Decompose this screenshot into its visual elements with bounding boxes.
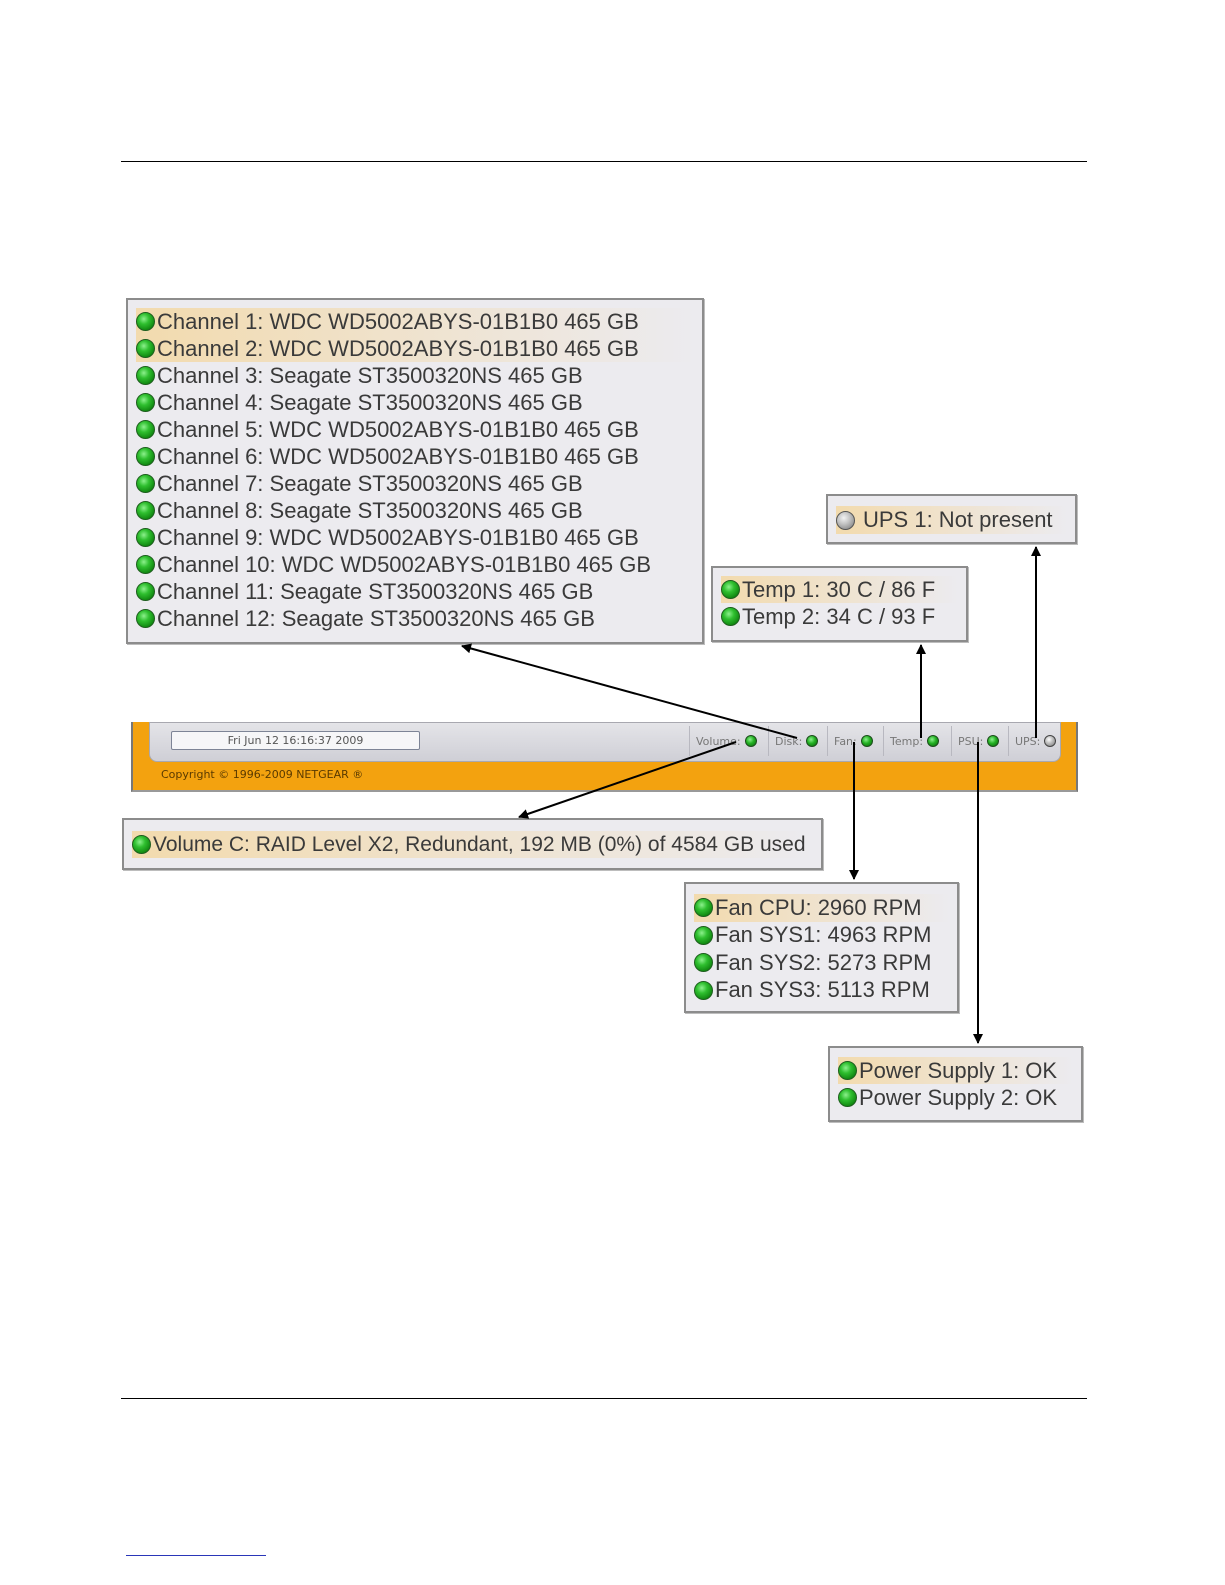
psu-label: Power Supply 2: OK bbox=[859, 1084, 1058, 1110]
disk-channel-row: Channel 10: WDC WD5002ABYS-01B1B0 465 GB bbox=[136, 551, 694, 578]
status-led-icon bbox=[694, 898, 713, 918]
copyright-text: Copyright © 1996-2009 NETGEAR ® bbox=[161, 768, 364, 781]
status-led-icon bbox=[1044, 735, 1057, 747]
disk-channel-label: Channel 9: WDC WD5002ABYS-01B1B0 465 GB bbox=[157, 524, 639, 550]
header-rule bbox=[121, 161, 1087, 162]
disk-channel-label: Channel 12: Seagate ST3500320NS 465 GB bbox=[157, 605, 595, 631]
disk-channel-row: Channel 7: Seagate ST3500320NS 465 GB bbox=[136, 470, 694, 497]
status-led-icon bbox=[694, 925, 713, 945]
fan-status-popup: Fan CPU: 2960 RPM Fan SYS1: 4963 RPM Fan… bbox=[684, 882, 959, 1013]
footer-link-underline bbox=[126, 1555, 266, 1556]
status-psu-label: PSU: bbox=[958, 734, 984, 748]
disk-channel-label: Channel 8: Seagate ST3500320NS 465 GB bbox=[157, 497, 583, 523]
status-led-icon bbox=[744, 735, 757, 747]
disk-channel-row: Channel 8: Seagate ST3500320NS 465 GB bbox=[136, 497, 694, 524]
disk-channel-label: Channel 1: WDC WD5002ABYS-01B1B0 465 GB bbox=[157, 308, 639, 334]
fan-label: Fan SYS1: 4963 RPM bbox=[715, 922, 932, 948]
disk-channel-label: Channel 10: WDC WD5002ABYS-01B1B0 465 GB bbox=[157, 551, 652, 577]
disk-channel-label: Channel 11: Seagate ST3500320NS 465 GB bbox=[157, 578, 594, 604]
disk-channel-row: Channel 5: WDC WD5002ABYS-01B1B0 465 GB bbox=[136, 416, 694, 443]
psu-row: Power Supply 1: OK bbox=[838, 1057, 1073, 1084]
status-psu[interactable]: PSU: bbox=[951, 726, 1008, 756]
temp-label: Temp 1: 30 C / 86 F bbox=[742, 576, 936, 602]
disk-channel-label: Channel 7: Seagate ST3500320NS 465 GB bbox=[157, 470, 583, 496]
disk-channel-row: Channel 9: WDC WD5002ABYS-01B1B0 465 GB bbox=[136, 524, 694, 551]
status-bar-panel: Fri Jun 12 16:16:37 2009 Volume: Disk: F… bbox=[149, 722, 1061, 762]
psu-row: Power Supply 2: OK bbox=[838, 1084, 1073, 1111]
ups-label: UPS 1: Not present bbox=[863, 507, 1053, 532]
disk-channel-row: Channel 6: WDC WD5002ABYS-01B1B0 465 GB bbox=[136, 443, 694, 470]
status-led-icon bbox=[132, 835, 151, 854]
fan-row: Fan SYS3: 5113 RPM bbox=[694, 977, 949, 1005]
status-volume-label: Volume: bbox=[696, 734, 741, 748]
status-led-icon bbox=[136, 555, 155, 574]
status-led-icon bbox=[136, 339, 155, 358]
status-fan[interactable]: Fan: bbox=[827, 726, 883, 756]
ups-row: UPS 1: Not present bbox=[836, 506, 1067, 534]
status-disk-label: Disk: bbox=[775, 734, 803, 748]
disk-channel-row: Channel 2: WDC WD5002ABYS-01B1B0 465 GB bbox=[136, 335, 694, 362]
status-led-icon bbox=[838, 1061, 857, 1080]
status-led-icon bbox=[721, 580, 740, 599]
status-fan-label: Fan: bbox=[834, 734, 857, 748]
volume-status-popup: Volume C: RAID Level X2, Redundant, 192 … bbox=[122, 818, 823, 870]
disk-channel-row: Channel 3: Seagate ST3500320NS 465 GB bbox=[136, 362, 694, 389]
disk-channel-row: Channel 12: Seagate ST3500320NS 465 GB bbox=[136, 605, 694, 632]
disk-status-popup: Channel 1: WDC WD5002ABYS-01B1B0 465 GB … bbox=[126, 298, 704, 644]
status-led-icon bbox=[987, 735, 1000, 747]
footer-rule bbox=[121, 1398, 1087, 1399]
status-ups[interactable]: UPS: bbox=[1008, 726, 1062, 756]
status-led-icon bbox=[838, 1088, 857, 1107]
temperature-status-popup: Temp 1: 30 C / 86 F Temp 2: 34 C / 93 F bbox=[711, 566, 968, 642]
status-disk[interactable]: Disk: bbox=[768, 726, 827, 756]
status-led-icon bbox=[136, 474, 155, 493]
status-led-icon bbox=[927, 735, 940, 747]
status-led-icon bbox=[694, 953, 713, 973]
status-led-icon bbox=[136, 582, 155, 601]
disk-channel-row: Channel 1: WDC WD5002ABYS-01B1B0 465 GB bbox=[136, 308, 694, 335]
status-led-icon bbox=[136, 501, 155, 520]
volume-row: Volume C: RAID Level X2, Redundant, 192 … bbox=[132, 831, 813, 858]
temp-row: Temp 1: 30 C / 86 F bbox=[721, 576, 958, 603]
status-led-icon bbox=[136, 312, 155, 331]
disk-channel-label: Channel 3: Seagate ST3500320NS 465 GB bbox=[157, 362, 583, 388]
fan-label: Fan SYS3: 5113 RPM bbox=[715, 977, 930, 1003]
psu-status-popup: Power Supply 1: OK Power Supply 2: OK bbox=[828, 1046, 1083, 1122]
psu-label: Power Supply 1: OK bbox=[859, 1057, 1058, 1083]
status-temp[interactable]: Temp: bbox=[883, 726, 951, 756]
ups-status-popup: UPS 1: Not present bbox=[826, 494, 1077, 544]
disk-channel-label: Channel 4: Seagate ST3500320NS 465 GB bbox=[157, 389, 583, 415]
volume-label: Volume C: RAID Level X2, Redundant, 192 … bbox=[153, 832, 806, 856]
status-volume[interactable]: Volume: bbox=[689, 726, 768, 756]
status-led-icon bbox=[806, 735, 819, 747]
fan-label: Fan SYS2: 5273 RPM bbox=[715, 949, 932, 975]
status-led-icon bbox=[136, 393, 155, 412]
status-temp-label: Temp: bbox=[890, 734, 924, 748]
status-led-icon bbox=[136, 366, 155, 385]
temp-row: Temp 2: 34 C / 93 F bbox=[721, 603, 958, 630]
status-bar: Fri Jun 12 16:16:37 2009 Volume: Disk: F… bbox=[131, 722, 1078, 792]
fan-row: Fan SYS1: 4963 RPM bbox=[694, 922, 949, 950]
status-led-icon bbox=[136, 420, 155, 439]
fan-label: Fan CPU: 2960 RPM bbox=[715, 894, 922, 920]
status-led-icon bbox=[860, 735, 873, 747]
disk-channel-label: Channel 6: WDC WD5002ABYS-01B1B0 465 GB bbox=[157, 443, 639, 469]
fan-row: Fan SYS2: 5273 RPM bbox=[694, 949, 949, 977]
status-led-icon bbox=[136, 447, 155, 466]
status-ups-label: UPS: bbox=[1015, 734, 1041, 748]
disk-channel-row: Channel 4: Seagate ST3500320NS 465 GB bbox=[136, 389, 694, 416]
fan-row: Fan CPU: 2960 RPM bbox=[694, 894, 949, 922]
disk-channel-row: Channel 11: Seagate ST3500320NS 465 GB bbox=[136, 578, 694, 605]
status-led-icon bbox=[721, 607, 740, 626]
status-led-icon bbox=[136, 609, 155, 628]
status-led-icon bbox=[836, 510, 855, 530]
status-led-icon bbox=[136, 528, 155, 547]
status-led-icon bbox=[694, 980, 713, 1000]
datetime-display: Fri Jun 12 16:16:37 2009 bbox=[171, 731, 420, 750]
disk-channel-label: Channel 5: WDC WD5002ABYS-01B1B0 465 GB bbox=[157, 416, 639, 442]
temp-label: Temp 2: 34 C / 93 F bbox=[742, 603, 936, 629]
disk-channel-label: Channel 2: WDC WD5002ABYS-01B1B0 465 GB bbox=[157, 335, 639, 361]
